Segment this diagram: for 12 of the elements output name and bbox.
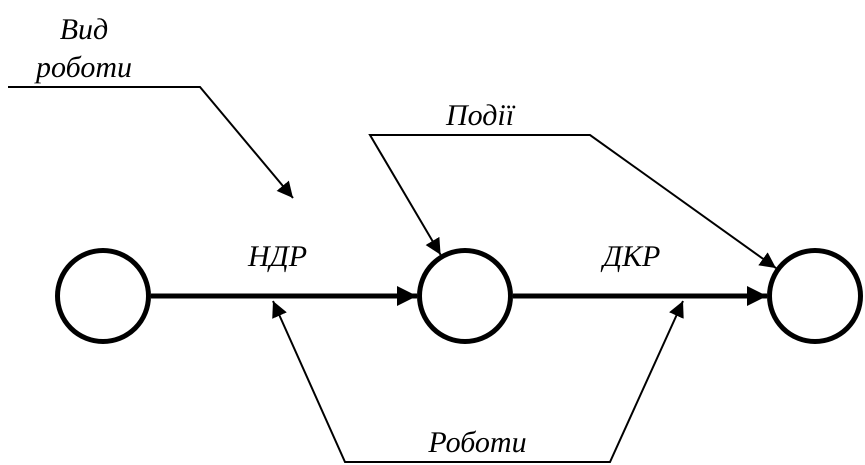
edge-label: ДКР (603, 240, 660, 274)
leader-line (480, 134, 777, 269)
arrow (513, 286, 767, 306)
annotation-text: Вид роботи (8, 6, 200, 87)
annotation-text: Події (370, 84, 590, 135)
edge-label: НДР (248, 240, 308, 274)
leader-line (478, 300, 684, 463)
leader-line (272, 300, 478, 463)
annotation-text: Роботи (345, 405, 610, 462)
leader-line (368, 134, 480, 256)
arrow (151, 286, 417, 306)
leader-line (8, 86, 294, 199)
